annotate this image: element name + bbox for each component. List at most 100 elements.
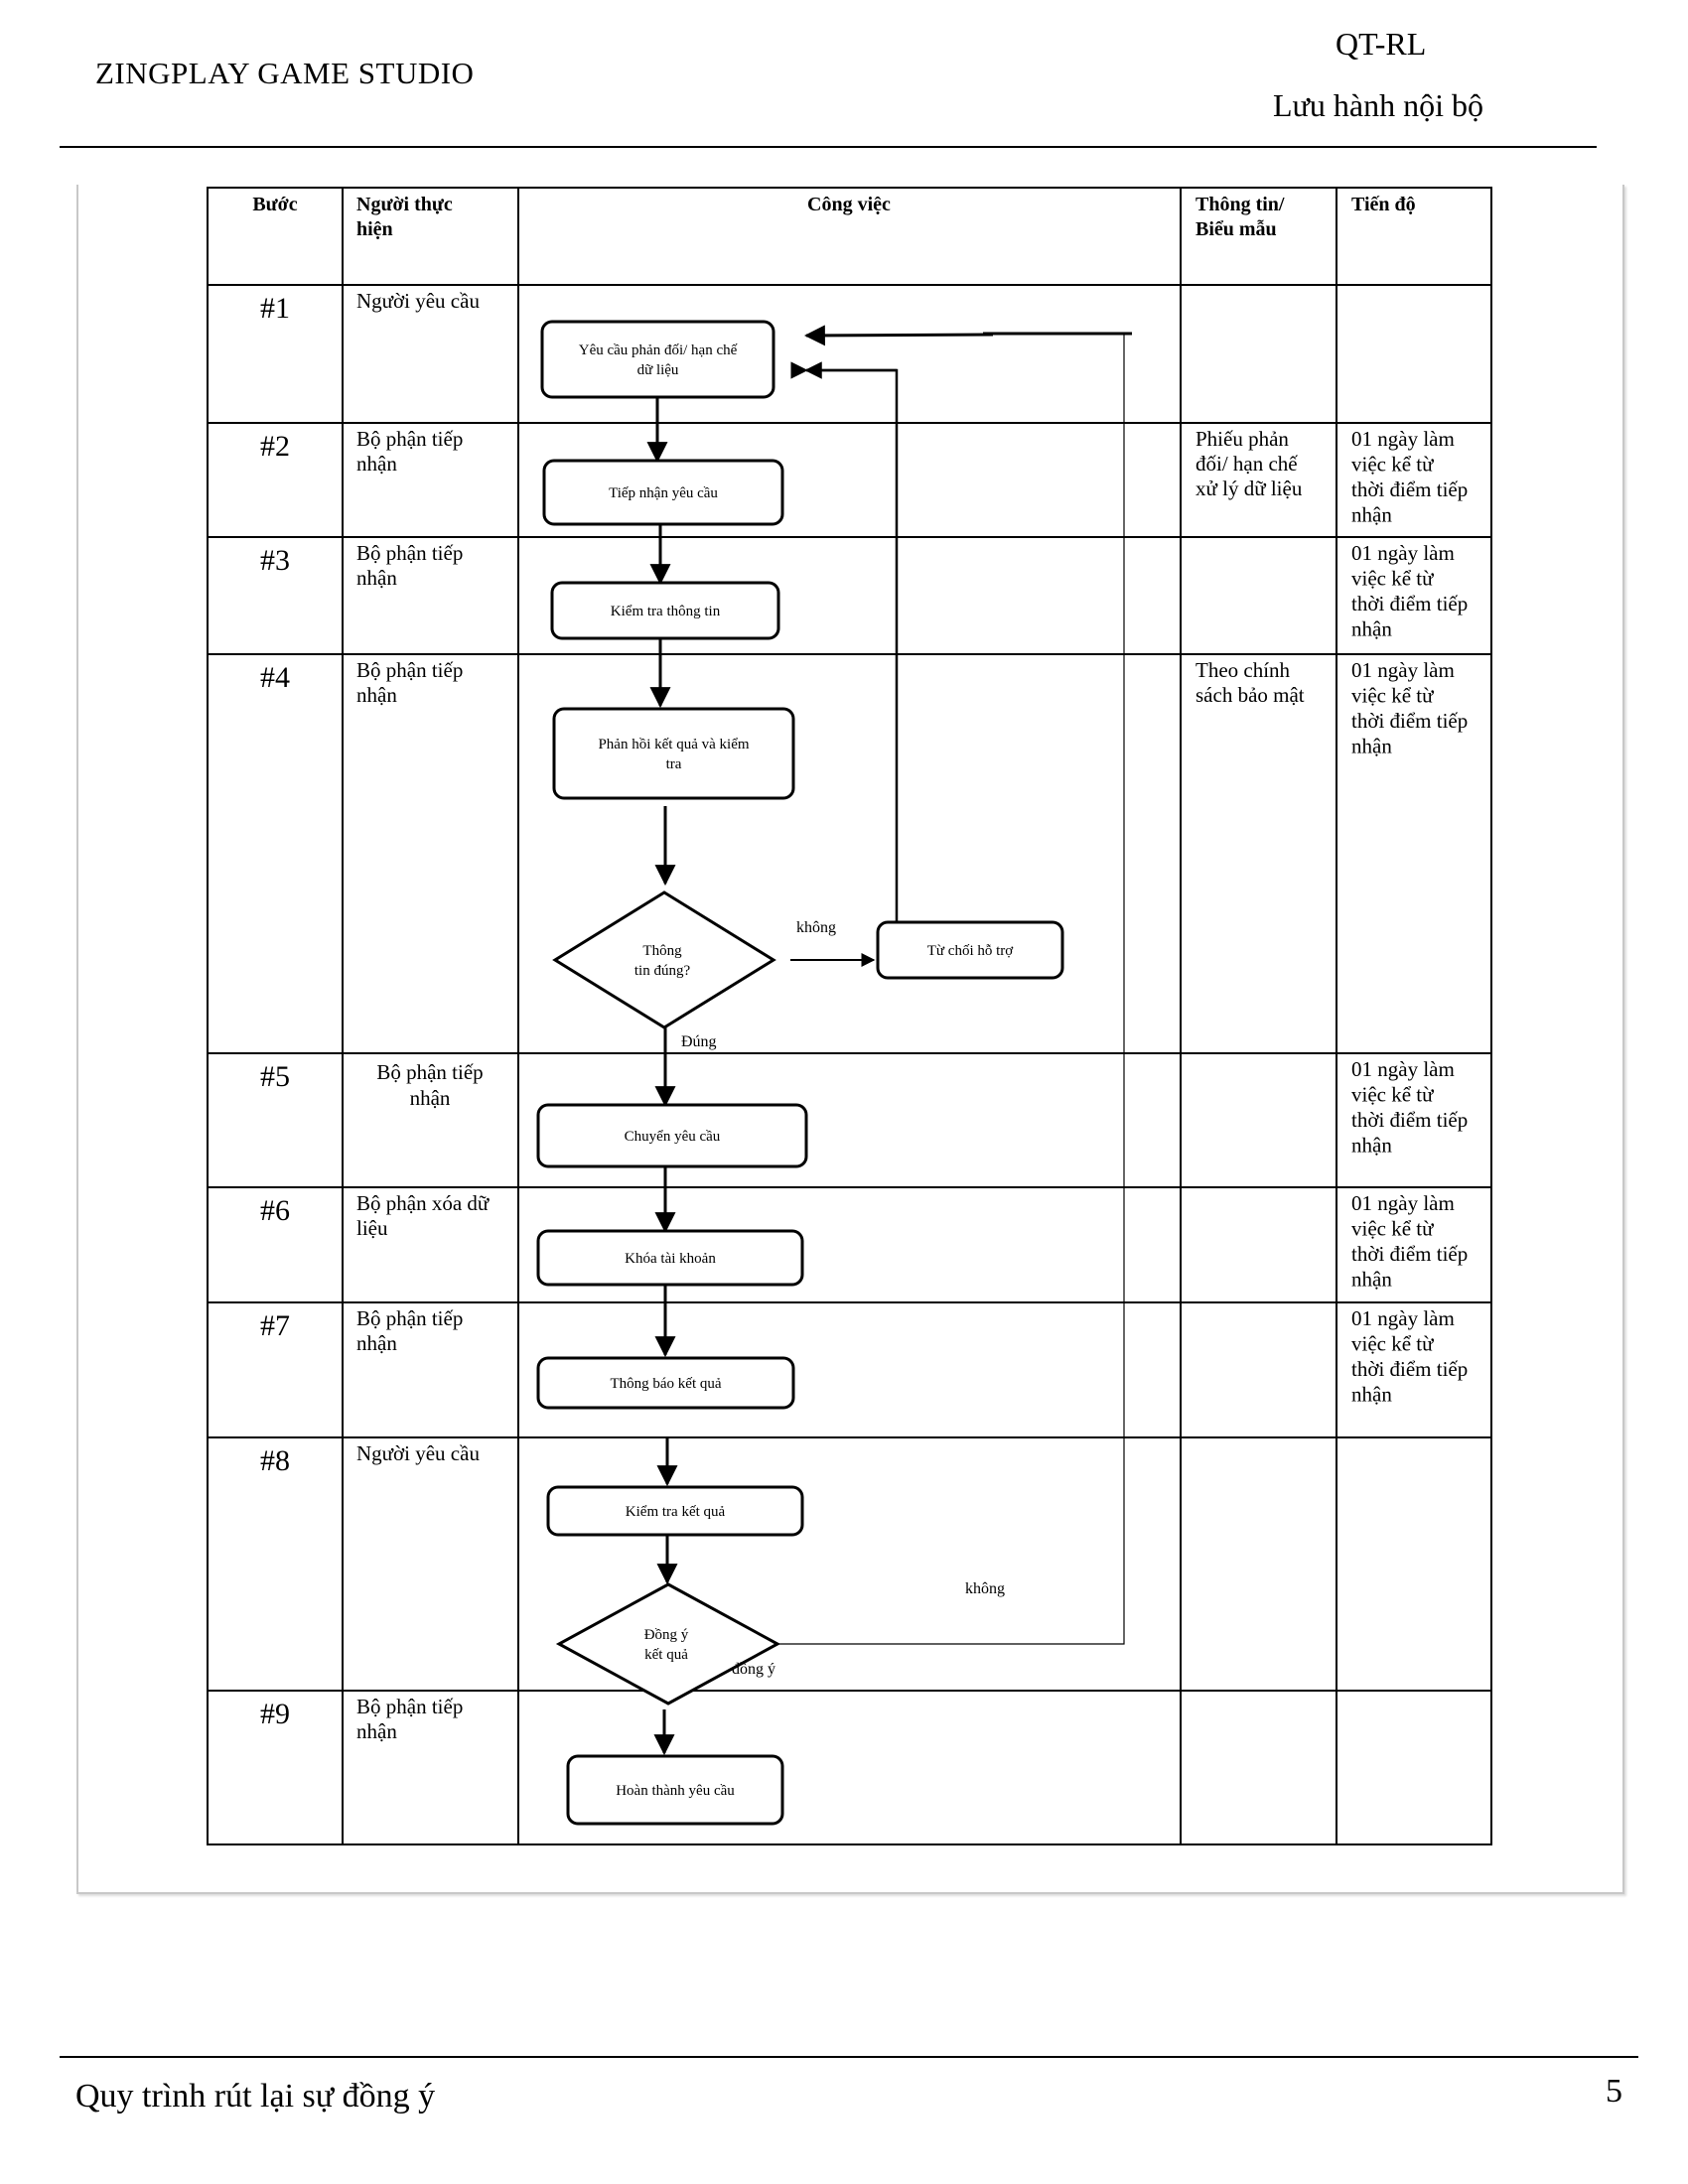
process-box [876, 920, 1064, 980]
header-work: Công việc [807, 194, 891, 215]
process-box [536, 1229, 804, 1287]
process-box [550, 581, 780, 640]
decision-thong-tin-dung: Thông tin đúng? [552, 890, 776, 1029]
progress: 01 ngày làm [1351, 1306, 1455, 1330]
process-box [546, 1485, 804, 1537]
performer: nhận [356, 1331, 397, 1355]
header-performer: Người thực [356, 194, 453, 215]
step-number: #3 [260, 544, 290, 577]
progress: thời điểm tiếp [1351, 1357, 1468, 1381]
performer: Bộ phận tiếp [356, 427, 463, 451]
performer: Người yêu cầu [356, 1441, 480, 1465]
process-box [542, 459, 784, 526]
performer: nhận [356, 683, 397, 707]
step-number: #7 [260, 1309, 290, 1342]
step-number: #1 [260, 292, 290, 325]
decision-diamond [555, 1582, 781, 1706]
performer: Bộ phận tiếp [356, 658, 463, 682]
performer: nhận [356, 1719, 397, 1743]
box-label: Hoàn thành yêu cầu [616, 1783, 735, 1799]
footer-title: Quy trình rút lại sự đồng ý [75, 2078, 436, 2115]
decision-label: Đồng ý [644, 1627, 689, 1643]
progress: nhận [1351, 1383, 1392, 1407]
process-box [566, 1754, 784, 1826]
page-frame [76, 185, 1624, 1894]
performer: nhận [356, 452, 397, 476]
flow-line [806, 368, 899, 922]
performer: Bộ phận tiếp [356, 1695, 463, 1718]
box-label: Kiểm tra thông tin [611, 604, 721, 619]
step-number: #9 [260, 1698, 290, 1730]
branch-label-no: không [965, 1580, 1005, 1597]
decision-dong-y: Đồng ý kết quả [555, 1582, 781, 1706]
performer: Bộ phận tiếp [376, 1060, 483, 1084]
info-form: Phiếu phản [1196, 427, 1289, 451]
box-kiem-tra-ket-qua: Kiểm tra kết quả [546, 1485, 804, 1537]
box-chuyen-yeu-cau: Chuyển yêu cầu [536, 1103, 808, 1168]
progress: việc kể từ [1351, 567, 1434, 591]
table-border [207, 187, 1492, 1845]
progress: thời điểm tiếp [1351, 1242, 1468, 1266]
step-number: #8 [260, 1444, 290, 1477]
box-label: tra [666, 756, 682, 772]
decision-label: kết quả [644, 1647, 688, 1663]
header-step: Bước [252, 194, 297, 215]
progress: 01 ngày làm [1351, 427, 1455, 451]
progress: nhận [1351, 735, 1392, 758]
branch-label-no: không [796, 919, 836, 936]
box-label: dữ liệu [637, 362, 679, 378]
info-form: xử lý dữ liệu [1196, 477, 1303, 500]
progress: thời điểm tiếp [1351, 709, 1468, 733]
progress: 01 ngày làm [1351, 658, 1455, 682]
box-tu-choi: Từ chối hỗ trợ [876, 920, 1064, 980]
step-number: #2 [260, 430, 290, 463]
branch-label-yes: đồng ý [732, 1661, 775, 1678]
progress: việc kể từ [1351, 1083, 1434, 1107]
box-label: Tiếp nhận yêu cầu [609, 485, 718, 501]
step-number: #6 [260, 1194, 290, 1227]
performer: liệu [356, 1216, 388, 1240]
progress: việc kể từ [1351, 1332, 1434, 1356]
box-label: Yêu cầu phản đối/ hạn chế [579, 342, 738, 358]
performer: Bộ phận tiếp [356, 541, 463, 565]
performer: nhận [410, 1086, 451, 1110]
decision-label: tin đúng? [634, 963, 691, 979]
decision-diamond [552, 890, 776, 1029]
box-khoa-tai-khoan: Khóa tài khoản [536, 1229, 804, 1287]
header-rule [60, 146, 1597, 148]
box-tiep-nhan: Tiếp nhận yêu cầu [542, 459, 784, 526]
progress: 01 ngày làm [1351, 541, 1455, 565]
info-form: Theo chính [1196, 658, 1291, 682]
box-label: Khóa tài khoản [625, 1251, 716, 1267]
progress: việc kể từ [1351, 684, 1434, 708]
box-thong-bao: Thông báo kết quả [536, 1356, 795, 1410]
progress: nhận [1351, 1134, 1392, 1158]
box-kiem-tra-thong-tin: Kiểm tra thông tin [550, 581, 780, 640]
progress: việc kể từ [1351, 1217, 1434, 1241]
progress: nhận [1351, 617, 1392, 641]
progress: thời điểm tiếp [1351, 478, 1468, 501]
performer: Bộ phận xóa dữ [356, 1191, 490, 1215]
header-performer: hiện [356, 218, 393, 240]
flow-line [778, 333, 1125, 1645]
performer: Bộ phận tiếp [356, 1306, 463, 1330]
flow-arrow [803, 325, 994, 346]
process-box [536, 1103, 808, 1168]
info-form: đối/ hạn chế [1196, 452, 1298, 476]
document-code: QT-RL [1336, 26, 1427, 62]
progress: thời điểm tiếp [1351, 1108, 1468, 1132]
performer: nhận [356, 566, 397, 590]
box-label: Từ chối hỗ trợ [927, 943, 1015, 959]
box-label: Thông báo kết quả [610, 1376, 721, 1392]
progress: 01 ngày làm [1351, 1191, 1455, 1215]
header-info: Thông tin/ [1196, 194, 1285, 215]
progress: nhận [1351, 1268, 1392, 1292]
branch-label-yes: Đúng [681, 1033, 717, 1050]
decision-label: Thông [642, 943, 682, 959]
process-box [536, 1356, 795, 1410]
box-label: Chuyển yêu cầu [625, 1129, 721, 1145]
footer-rule [60, 2056, 1638, 2058]
page-number: 5 [1606, 2073, 1622, 2110]
distribution-note: Lưu hành nội bộ [1273, 87, 1483, 123]
